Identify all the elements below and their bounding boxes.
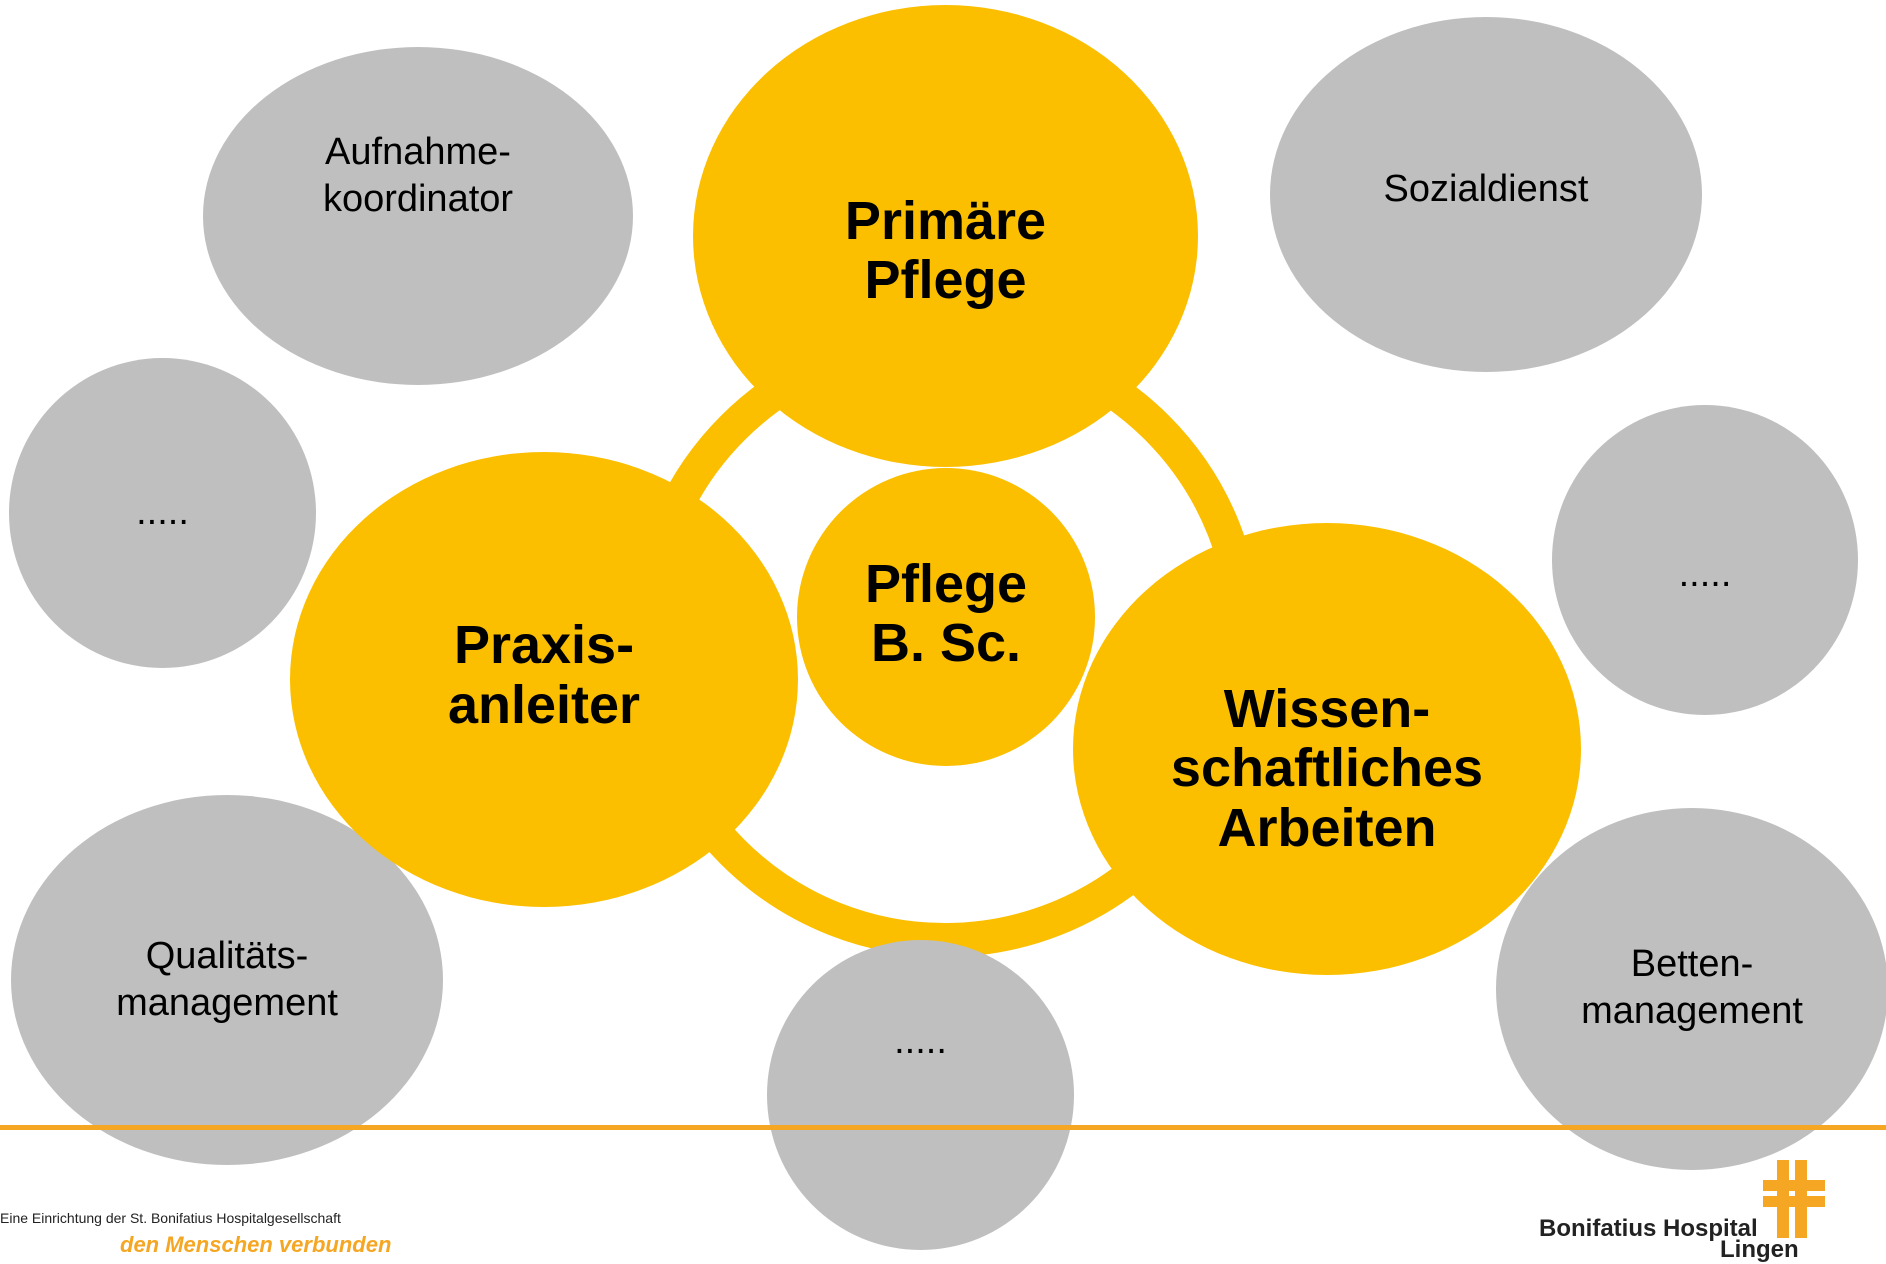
node-practice-instructor: Praxis- anleiter	[290, 452, 798, 907]
node-center-nursing-bsc: Pflege B. Sc.	[797, 468, 1095, 766]
node-quality-management: Qualitäts- management	[11, 795, 443, 1165]
node-left-more: .....	[9, 358, 316, 668]
logo-city: Lingen	[1720, 1236, 1799, 1263]
logo-name: Bonifatius Hospital	[1539, 1215, 1758, 1242]
node-social-service: Sozialdienst	[1270, 17, 1702, 372]
footer-org-line: Eine Einrichtung der St. Bonifatius Hosp…	[0, 1210, 341, 1226]
node-scientific-work-label: Wissen- schaftliches Arbeiten	[1170, 678, 1484, 858]
node-primary-care-label: Primäre Pflege	[844, 190, 1047, 310]
footer-slogan: den Menschen verbunden	[120, 1232, 392, 1257]
node-center-label: Pflege B. Sc.	[864, 553, 1028, 673]
footer-divider	[0, 1125, 1886, 1130]
node-practice-instructor-label: Praxis- anleiter	[447, 615, 641, 735]
node-admission-coordinator: Aufnahme- koordinator	[203, 47, 633, 385]
node-right-more-label: .....	[1678, 553, 1732, 596]
node-bed-management-label: Betten- management	[1581, 942, 1803, 1033]
node-bottom-more-label: .....	[894, 1020, 947, 1063]
node-quality-management-label: Qualitäts- management	[116, 934, 338, 1025]
node-scientific-work: Wissen- schaftliches Arbeiten	[1073, 523, 1581, 975]
node-social-service-label: Sozialdienst	[1383, 167, 1589, 210]
node-right-more: .....	[1552, 405, 1858, 715]
node-primary-care: Primäre Pflege	[693, 5, 1198, 467]
node-admission-coordinator-label: Aufnahme- koordinator	[322, 130, 514, 221]
hospital-cross-logo-icon	[1763, 1160, 1825, 1238]
node-bottom-more: .....	[767, 940, 1074, 1250]
node-bed-management: Betten- management	[1496, 808, 1886, 1170]
node-left-more-label: .....	[136, 491, 189, 534]
